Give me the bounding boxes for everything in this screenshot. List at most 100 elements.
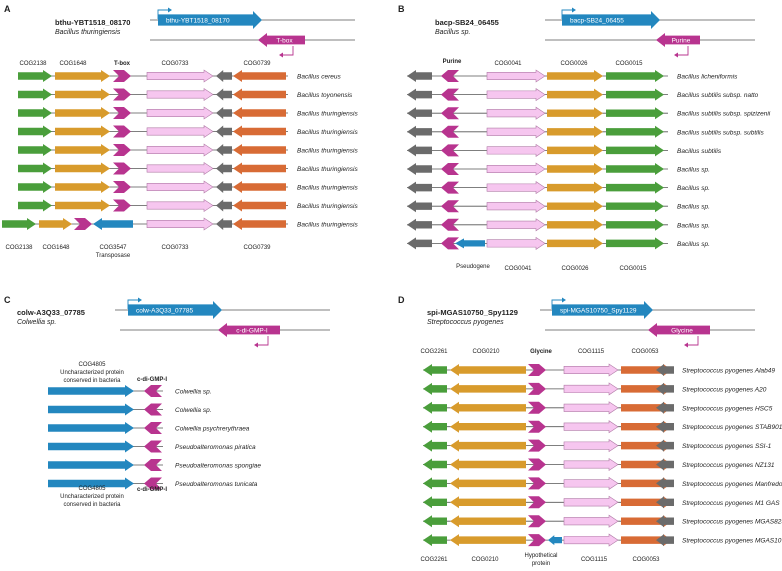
purine-chevron [441,181,459,194]
column-label: c-di-GMP-I [137,377,167,383]
gene-arrow-cog0733 [146,87,214,102]
gene-arrow-cog0026 [547,181,603,194]
gene-arrow-cog0053 [621,477,672,490]
column-label: COG1115 [581,557,608,563]
species-label: Bacillus thuringiensis [297,166,358,173]
gene-arrow-gray [216,125,232,138]
gene-arrow-cog0733 [146,180,214,194]
species-label: Bacillus subtilis subsp. spizizenii [677,111,771,118]
species-label: Streptococcus pyogenes Manfredo [682,481,782,488]
gene-arrow-cog1648 [55,107,110,119]
species-label: Bacillus thuringiensis [297,129,358,136]
gene-arrow-cog0041 [486,181,546,195]
gene-arrow-cog0053 [621,515,672,528]
column-label: Glycine [530,349,552,355]
column-label: COG0739 [243,245,271,251]
gene-arrow-cog0041 [486,218,546,232]
purine-chevron [441,218,459,231]
column-label: COG0015 [615,61,643,67]
tbox-chevron [113,162,131,175]
species-label: Bacillus sp. [677,241,710,248]
tbox-chevron [113,125,131,138]
column-label: COG0210 [472,349,500,355]
gene-arrow-cog1115 [563,457,619,472]
column-label: COG4805 [78,486,106,492]
species-label: Pseudoalteromonas tunicata [175,481,258,488]
gene-arrow-cog4805 [48,422,134,434]
column-label: COG0053 [631,349,659,355]
gene-arrow-cog2138 [18,88,52,101]
panel-title: bthu-YBT1518_08170 [55,18,130,27]
column-label: COG0733 [161,61,189,67]
species-label: Bacillus thuringiensis [297,148,358,155]
tbox-chevron [113,181,131,193]
column-label: COG0733 [161,245,189,251]
cdigmp-chevron [144,477,162,490]
gene-arrow-gray [656,496,674,509]
gene-arrow-cog0210 [450,477,526,490]
panel-letter: B [398,4,405,14]
gene-arrow-cog0015 [606,70,664,82]
gene-arrow-cog0210 [450,515,526,528]
tbox-chevron [113,70,131,82]
gene-arrow-cog0041 [486,236,546,250]
gene-arrow-gray [407,70,432,82]
species-label: Bacillus cereus [297,74,341,81]
transposase-arrow [93,218,133,230]
gene-arrow-cog0053 [621,496,672,509]
cdigmp-chevron [144,403,162,416]
gene-arrow-cog1648 [55,162,110,175]
gene-arrow-cog1115 [563,363,619,377]
gene-arrow-cog1115 [563,439,619,453]
panel-title: bacp-SB24_06455 [435,18,499,27]
glycine-chevron [528,364,546,376]
gene-arrow-cog0733 [146,106,214,120]
gene-arrow-cog0041 [486,162,546,176]
gene-arrow-cog0733 [146,217,214,231]
purine-chevron [441,163,459,175]
riboswitch-arrow [656,33,700,47]
gene-arrow-cog4805 [48,385,134,397]
gene-arrow-cog0739 [233,107,286,119]
gene-arrow-cog4805 [48,403,134,416]
gene-arrow-cog2261 [423,382,447,395]
gene-arrow-cog2138 [18,107,52,119]
species-label: Pseudoalteromonas piratica [175,444,256,451]
gene-arrow-gray [216,218,232,230]
gene-arrow-cog0739 [233,125,286,138]
column-label: COG0739 [243,61,271,67]
gene-arrow-cog0739 [233,199,286,212]
gene-arrow-cog0015 [606,125,664,138]
species-label: Bacillus toyonensis [297,92,353,99]
gene-arrow-cog0733 [146,69,214,83]
gene-arrow-cog0210 [450,382,526,395]
gene-arrow-cog0015 [606,88,664,101]
species-label: Bacillus sp. [677,204,710,211]
riboswitch-label: T-box [276,37,293,44]
species-label: Bacillus thuringiensis [297,111,358,118]
species-label: Streptococcus pyogenes SSI-1 [682,443,772,450]
tbox-chevron [113,199,131,212]
gene-arrow-cog0015 [606,163,664,175]
gene-arrow-gray [407,163,432,175]
glycine-chevron [528,401,546,414]
cdigmp-chevron [144,440,162,453]
cdigmp-chevron [144,422,162,434]
gene-arrow-cog0210 [450,420,526,433]
pseudogene-arrow [455,238,485,249]
column-label: COG0015 [619,266,647,272]
glycine-chevron [528,496,546,509]
gene-arrow-cog0210 [450,401,526,414]
column-label: COG0026 [561,266,589,272]
gene-arrow-cog1115 [563,382,619,396]
gene-arrow-gray [216,144,232,156]
promoter-arrow-icon [674,46,689,58]
species-label: Streptococcus pyogenes MGAS10750 [682,538,782,545]
gene-arrow-gray [407,181,432,194]
gene-arrow-cog1648 [55,70,110,82]
gene-arrow-gray [216,199,232,212]
gene-arrow-cog0026 [547,237,603,250]
gene-arrow-cog0041 [486,143,546,157]
gene-arrow-gray [656,534,674,547]
